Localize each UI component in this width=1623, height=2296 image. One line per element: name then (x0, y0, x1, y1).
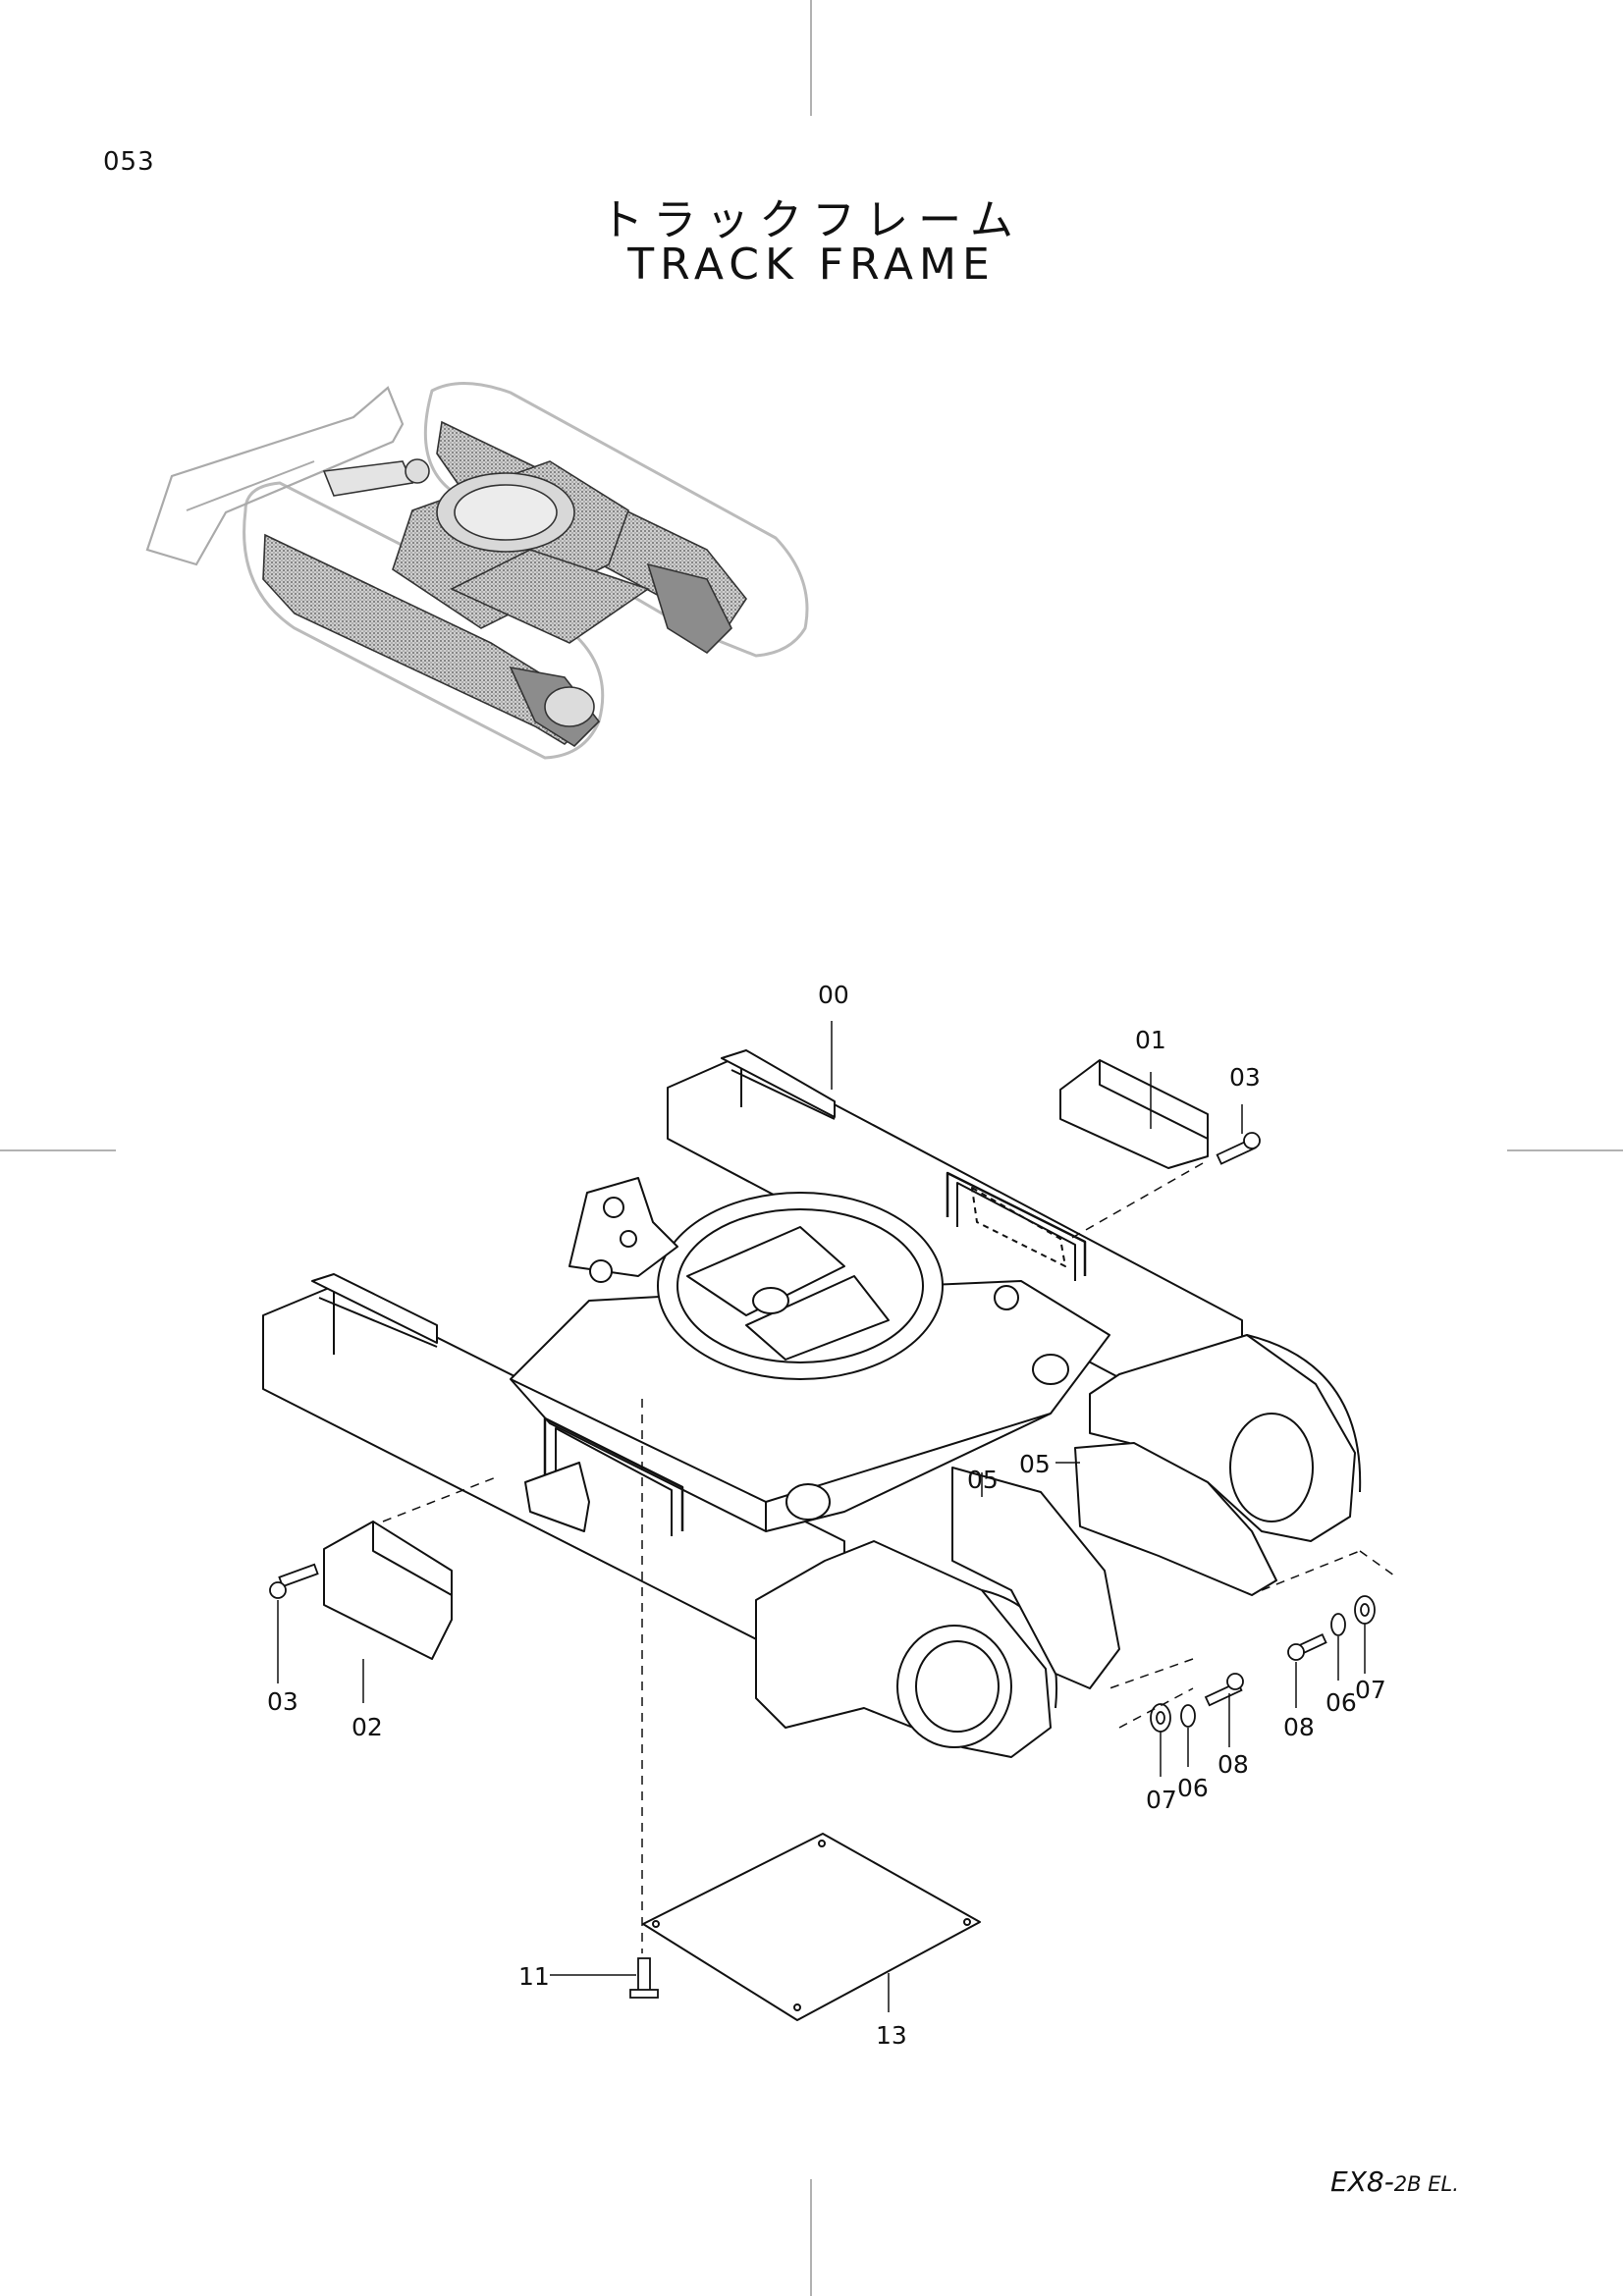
washer-06-upper (1330, 1613, 1346, 1636)
model-code: EX8-2B EL. (1330, 2165, 1459, 2198)
washer-07-lower (1150, 1703, 1171, 1733)
plate-13 (642, 1833, 981, 2021)
leader-lines (277, 1021, 1366, 2012)
fasteners (269, 1132, 1376, 1999)
washer-07-upper (1354, 1595, 1376, 1625)
callout-08-upper: 08 (1283, 1713, 1315, 1741)
title-japanese: トラックフレーム (600, 195, 1023, 245)
track-frame-assembly (262, 1049, 1362, 2021)
bolt-08-upper (1287, 1632, 1327, 1661)
callout-00: 00 (818, 981, 849, 1009)
callout-05-lower: 05 (967, 1466, 999, 1494)
alignment-lines (382, 1162, 1395, 1953)
model-sub: 2B EL. (1393, 2172, 1459, 2196)
callout-08-lower: 08 (1217, 1750, 1249, 1779)
callout-13: 13 (876, 2021, 907, 2050)
plate-05-lower (951, 1467, 1120, 1689)
callout-01: 01 (1135, 1026, 1166, 1054)
callout-07-upper: 07 (1355, 1676, 1386, 1704)
title-english: TRACK FRAME (627, 240, 996, 290)
callout-06-lower: 06 (1177, 1774, 1209, 1802)
callout-11: 11 (518, 1962, 550, 1991)
callout-05-upper: 05 (1019, 1450, 1051, 1478)
model-main: EX8- (1330, 2165, 1394, 2198)
cover-02 (323, 1521, 453, 1660)
plate-05-upper (1074, 1442, 1277, 1596)
overview-illustration (145, 382, 809, 760)
page-number: 053 (103, 147, 155, 177)
callout-02: 02 (352, 1713, 383, 1741)
bolt-03-lower (269, 1563, 319, 1599)
bolt-03-upper (1216, 1132, 1261, 1165)
cover-01 (1059, 1059, 1209, 1169)
washer-06-lower (1180, 1704, 1196, 1728)
bolt-11 (629, 1957, 659, 1999)
bolt-08-lower (1204, 1673, 1244, 1707)
center-body (510, 1280, 1110, 1532)
callout-03-upper: 03 (1229, 1063, 1261, 1092)
callout-03-lower: 03 (267, 1687, 298, 1716)
callout-07-lower: 07 (1146, 1786, 1177, 1814)
callout-06-upper: 06 (1325, 1688, 1357, 1717)
